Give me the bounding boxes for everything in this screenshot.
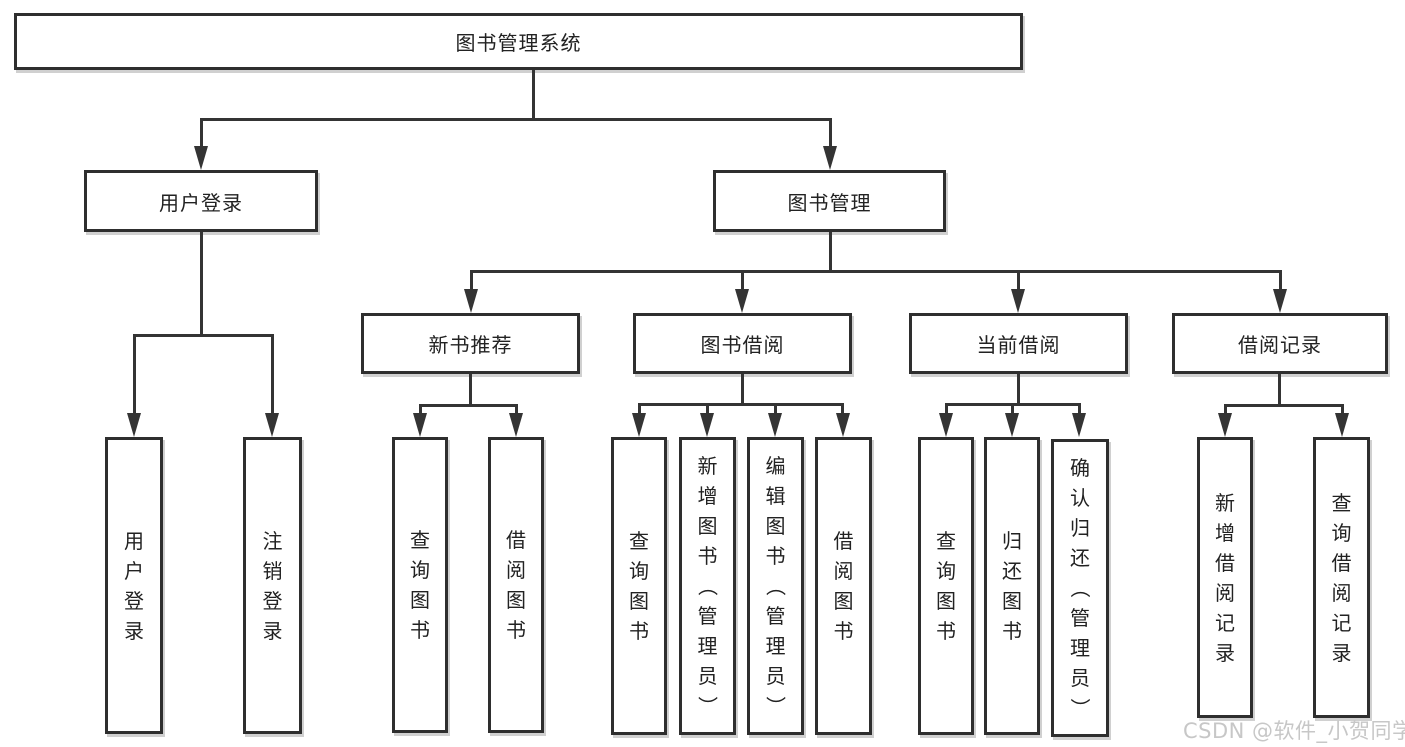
arrow-bb-query xyxy=(632,413,646,437)
arrow-bb-add xyxy=(700,413,714,437)
connector-stem-user-login xyxy=(200,118,203,148)
connector-stem-cb-return xyxy=(1011,403,1014,415)
arrow-login xyxy=(127,413,141,437)
connector-user-login-trunk xyxy=(200,232,203,336)
node-current-borrow: 当前借阅 xyxy=(909,313,1128,374)
arrow-current-borrow xyxy=(1011,289,1025,313)
watermark-text: CSDN @软件_小贺同学 xyxy=(1183,719,1405,743)
connector-stem-book-mgmt xyxy=(829,118,832,148)
node-bb-edit-books: 编辑图书（管理员） xyxy=(747,437,804,735)
node-cb-query-books: 查询图书 xyxy=(918,437,974,735)
node-book-borrow: 图书借阅 xyxy=(633,313,852,374)
connector-stem-logout xyxy=(271,334,274,415)
arrow-nb-borrow xyxy=(509,413,523,437)
connector-stem-nb-borrow xyxy=(515,404,518,415)
node-nb-query-books: 查询图书 xyxy=(392,437,448,733)
connector-root-trunk xyxy=(532,70,535,119)
node-new-books: 新书推荐 xyxy=(361,313,580,374)
connector-stem-borrow-records xyxy=(1279,270,1282,290)
connector-borrow-records-bus xyxy=(1224,404,1344,407)
connector-stem-cb-query xyxy=(945,403,948,415)
node-login-leaf: 用户登录 xyxy=(105,437,163,734)
connector-stem-bb-edit xyxy=(774,403,777,415)
connector-stem-br-add xyxy=(1224,404,1227,414)
connector-stem-current-borrow xyxy=(1017,270,1020,290)
arrow-logout xyxy=(265,413,279,437)
connector-stem-book-borrow xyxy=(741,270,744,290)
connector-borrow-records-trunk xyxy=(1278,374,1281,407)
node-cb-return-books: 归还图书 xyxy=(984,437,1040,735)
arrow-borrow-records xyxy=(1273,289,1287,313)
connector-stem-nb-query xyxy=(419,404,422,415)
node-book-mgmt: 图书管理 xyxy=(713,170,946,232)
node-logout-leaf: 注销登录 xyxy=(243,437,302,734)
connector-stem-br-query xyxy=(1341,404,1344,414)
arrow-new-books xyxy=(464,289,478,313)
connector-stem-bb-add xyxy=(706,403,709,415)
node-br-query-record: 查询借阅记录 xyxy=(1313,437,1370,718)
connector-new-books-bus xyxy=(419,404,517,407)
connector-stem-new-books xyxy=(470,270,473,290)
connector-stem-login xyxy=(133,334,136,415)
arrow-cb-query xyxy=(939,413,953,437)
node-user-login: 用户登录 xyxy=(84,170,318,232)
connector-current-borrow-trunk xyxy=(1017,374,1020,405)
node-nb-borrow-books: 借阅图书 xyxy=(488,437,544,733)
arrow-cb-return xyxy=(1005,413,1019,437)
node-bb-borrow-books: 借阅图书 xyxy=(815,437,872,735)
connector-stem-bb-borrow xyxy=(841,403,844,415)
arrow-br-query xyxy=(1335,413,1349,437)
connector-stem-bb-query xyxy=(638,403,641,415)
connector-book-mgmt-trunk xyxy=(829,232,832,271)
connector-book-borrow-bus xyxy=(638,403,844,406)
arrow-book-borrow xyxy=(735,289,749,313)
arrow-bb-edit xyxy=(768,413,782,437)
node-borrow-records: 借阅记录 xyxy=(1172,313,1388,374)
arrow-user-login xyxy=(194,146,208,170)
arrow-book-mgmt xyxy=(823,146,837,170)
connector-stem-cb-confirm xyxy=(1078,403,1081,415)
node-bb-query-books: 查询图书 xyxy=(611,437,667,735)
connector-user-login-bus xyxy=(133,334,273,337)
node-bb-add-books: 新增图书（管理员） xyxy=(679,437,736,735)
node-root: 图书管理系统 xyxy=(14,13,1023,70)
connector-book-borrow-trunk xyxy=(741,374,744,405)
node-br-add-record: 新增借阅记录 xyxy=(1197,437,1253,718)
arrow-cb-confirm xyxy=(1072,413,1086,437)
node-cb-confirm-return: 确认归还（管理员） xyxy=(1051,439,1109,737)
arrow-bb-borrow xyxy=(836,413,850,437)
connector-level1-bus xyxy=(200,118,831,121)
connector-new-books-trunk xyxy=(469,374,472,406)
arrow-br-add xyxy=(1218,413,1232,437)
arrow-nb-query xyxy=(413,413,427,437)
connector-level3-bus xyxy=(470,270,1281,273)
